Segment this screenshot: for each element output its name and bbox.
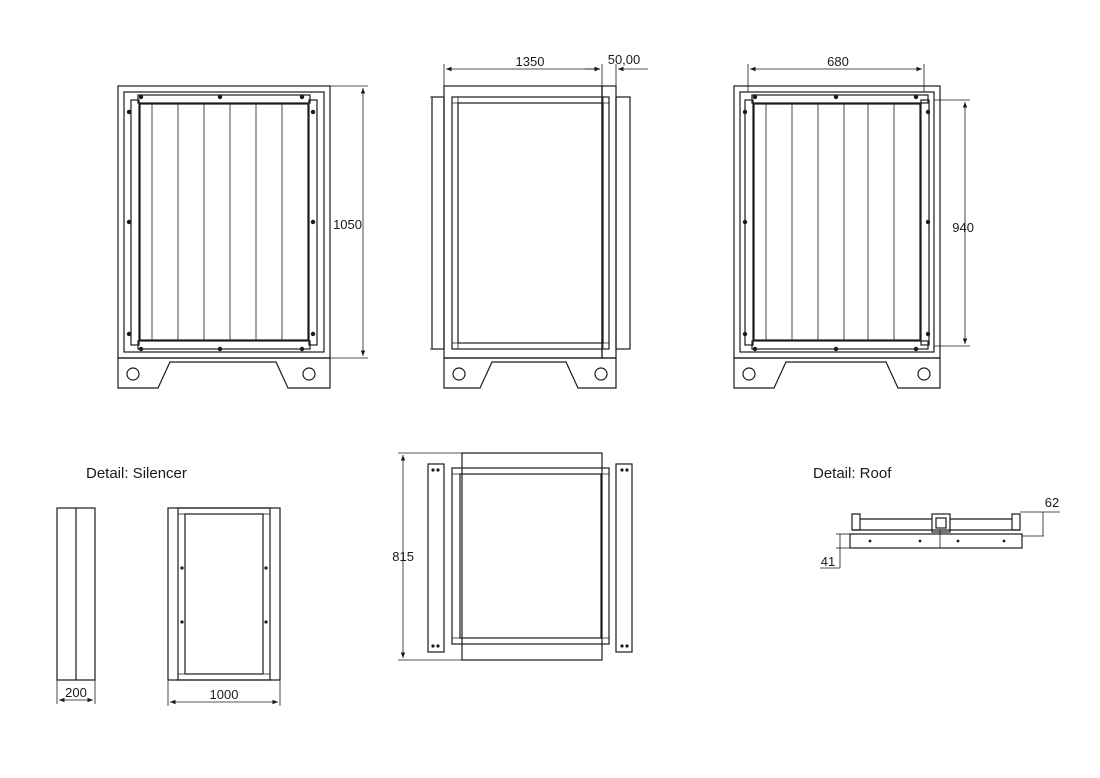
- silencer-side-view: 200: [56, 507, 96, 704]
- dim-rear-height: 940: [952, 220, 974, 235]
- side-view: 1350 50,00: [430, 52, 648, 389]
- dim-roof-base: 41: [821, 554, 835, 569]
- silencer-caption: Detail: Silencer: [86, 465, 187, 482]
- base-frame-view: 815: [392, 452, 633, 661]
- dim-roof-height: 62: [1045, 495, 1059, 510]
- dim-silencer-depth: 200: [65, 685, 87, 700]
- dim-side-width: 1350: [516, 54, 545, 69]
- dim-front-height: 1050: [333, 217, 362, 232]
- dim-base-height: 815: [392, 549, 414, 564]
- dim-side-flange: 50,00: [608, 52, 641, 67]
- silencer-front-view: 1000: [167, 507, 281, 706]
- roof-caption: Detail: Roof: [813, 465, 892, 482]
- dim-rear-width: 680: [827, 54, 849, 69]
- rear-view: 680 940: [733, 54, 974, 389]
- roof-detail-view: 62 41: [820, 495, 1060, 569]
- front-view: 1050: [117, 85, 368, 389]
- dim-silencer-width: 1000: [210, 687, 239, 702]
